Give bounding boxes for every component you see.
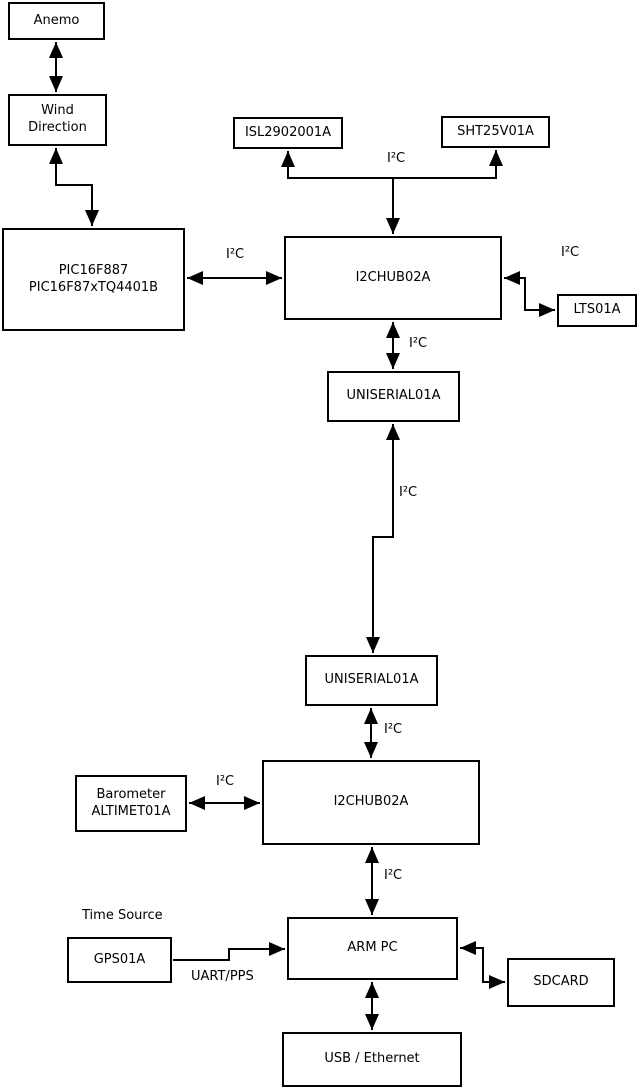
node-arm-pc: ARM PC	[287, 917, 458, 980]
edge-bus-sht	[393, 150, 503, 179]
node-wind-direction: Wind Direction	[8, 94, 107, 146]
node-usb-ethernet: USB / Ethernet	[282, 1032, 462, 1087]
edge-label-i2c-pic-hub: I²C	[226, 247, 245, 262]
edge-wind-pic	[49, 148, 99, 226]
edge-label-i2c-hub2-armpc: I²C	[384, 868, 403, 883]
node-anemometer: Anemo	[8, 2, 105, 40]
node-isl-light-sensor: ISL2902001A	[233, 117, 343, 149]
node-i2c-hub-lower: I2CHUB02A	[262, 760, 480, 845]
edge-gps-armpc	[173, 942, 285, 961]
node-i2c-hub-upper: I2CHUB02A	[284, 236, 502, 320]
node-uniserial-lower: UNISERIAL01A	[305, 655, 438, 706]
edge-armpc-sdcard	[460, 941, 505, 989]
node-sht-humidity-sensor: SHT25V01A	[441, 116, 550, 148]
edge-hub1-lts	[504, 271, 555, 317]
node-lts-temp-sensor: LTS01A	[557, 294, 637, 327]
annotation-time-source: Time Source	[82, 908, 163, 923]
node-pic-microcontroller: PIC16F887 PIC16F87xTQ4401B	[2, 228, 185, 331]
node-sdcard: SDCARD	[507, 958, 615, 1007]
edge-label-i2c-serial-link: I²C	[399, 485, 418, 500]
edge-label-i2c-hub-lts: I²C	[561, 245, 580, 260]
node-gps: GPS01A	[67, 937, 172, 983]
edge-label-i2c-hub-uniserial: I²C	[409, 336, 428, 351]
edge-bus-isl	[281, 151, 393, 179]
edge-uniserial1-uniserial2	[366, 424, 400, 653]
edge-label-i2c-sensor-bus: I²C	[387, 151, 406, 166]
edge-label-i2c-uniserial-hub2: I²C	[384, 722, 403, 737]
node-barometer: Barometer ALTIMET01A	[75, 775, 187, 832]
node-uniserial-upper: UNISERIAL01A	[327, 371, 460, 422]
edge-label-i2c-barometer-hub2: I²C	[216, 774, 235, 789]
edge-label-uart-pps: UART/PPS	[191, 969, 254, 984]
